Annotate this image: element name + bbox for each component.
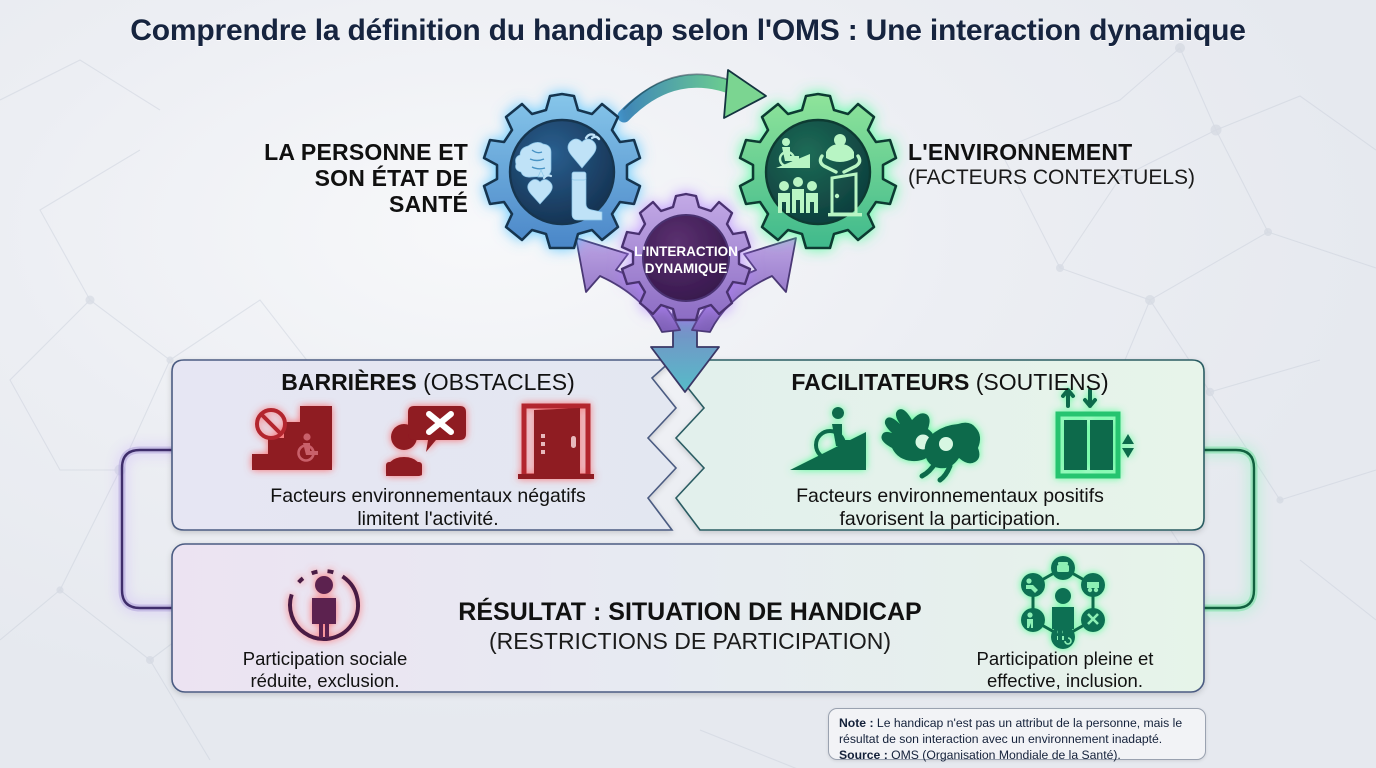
barriers-description-line1: Facteurs environnementaux négatifs: [270, 485, 586, 507]
barrier-icons-group: [252, 403, 594, 479]
page-title: Comprendre la définition du handicap sel…: [130, 14, 1246, 47]
dynamic-interaction-gear-icon: L'INTERACTION DYNAMIQUE: [620, 192, 752, 322]
environment-gear-label-sub: (FACTEURS CONTEXTUELS): [908, 165, 1196, 189]
note-text: Le handicap n'est pas un attribut de la …: [839, 716, 1183, 747]
note-label: Note :: [839, 716, 874, 730]
result-panel: [171, 543, 1205, 693]
facilitators-description: Facteurs environnementaux positifs favor…: [710, 485, 1190, 532]
result-title-bold: RÉSULTAT : SITUATION DE HANDICAP: [458, 598, 922, 626]
result-panel-title: RÉSULTAT : SITUATION DE HANDICAP (RESTRI…: [400, 598, 980, 655]
result-right-caption: Participation pleine et effective, inclu…: [940, 648, 1190, 692]
barriers-title-paren: (OBSTACLES): [423, 369, 575, 395]
result-title-paren: (RESTRICTIONS DE PARTICIPATION): [488, 627, 892, 654]
result-right-caption-line1: Participation pleine et: [976, 648, 1154, 669]
barriers-panel: [171, 359, 678, 531]
center-gear-label-line1: L'INTERACTION: [634, 244, 738, 259]
wheelchair-ramp-icon: [790, 407, 866, 470]
center-gear-label-line2: DYNAMIQUE: [645, 261, 728, 276]
environment-gear-label-line1: L'ENVIRONNEMENT: [908, 139, 1133, 165]
person-gear-label-line1: LA PERSONNE ET: [264, 139, 468, 165]
result-left-caption: Participation sociale réduite, exclusion…: [200, 648, 450, 692]
person-rejection-speech-icon: [386, 406, 466, 476]
facilitators-panel-title: FACILITATEURS (SOUTIENS): [710, 369, 1190, 396]
source-text: OMS (Organisation Mondiale de la Santé).: [887, 748, 1121, 763]
barriers-title-bold: BARRIÈRES: [281, 369, 417, 395]
facilitators-description-line1: Facteurs environnementaux positifs: [796, 485, 1104, 507]
facilitators-title-paren: (SOUTIENS): [975, 369, 1109, 395]
person-broken-circle-icon: [288, 569, 360, 641]
environment-gear-icon: [738, 92, 898, 250]
elevator-icon: [1055, 388, 1134, 479]
barriers-description: Facteurs environnementaux négatifs limit…: [188, 485, 668, 532]
environment-gear-label: L'ENVIRONNEMENT (FACTEURS CONTEXTUELS): [908, 139, 1208, 189]
source-label: Source :: [839, 748, 888, 763]
person-to-environment-arrow-icon: [617, 69, 767, 123]
note-source-box: Note : Le handicap n'est pas un attribut…: [828, 708, 1206, 763]
result-left-caption-line1: Participation sociale: [242, 648, 408, 669]
barriers-description-line2: limitent l'activité.: [357, 508, 499, 531]
facilitators-description-line2: favorisent la participation.: [839, 508, 1061, 531]
result-right-caption-line2: effective, inclusion.: [987, 670, 1143, 692]
person-gear-label: LA PERSONNE ET SON ÉTAT DE SANTÉ: [238, 139, 468, 217]
result-left-caption-line2: réduite, exclusion.: [250, 670, 400, 692]
facilitators-title-bold: FACILITATEURS: [791, 369, 970, 395]
stairs-no-wheelchair-icon: [252, 406, 332, 470]
person-gear-label-line2: SON ÉTAT DE SANTÉ: [314, 164, 468, 217]
barriers-panel-title: BARRIÈRES (OBSTACLES): [188, 369, 668, 396]
facilitator-icons-group: [790, 388, 1134, 483]
closed-door-icon: [518, 403, 594, 479]
person-health-gear-icon: [482, 92, 642, 250]
person-inclusion-network-icon: [1021, 556, 1105, 649]
sign-language-hands-icon: [881, 409, 981, 483]
